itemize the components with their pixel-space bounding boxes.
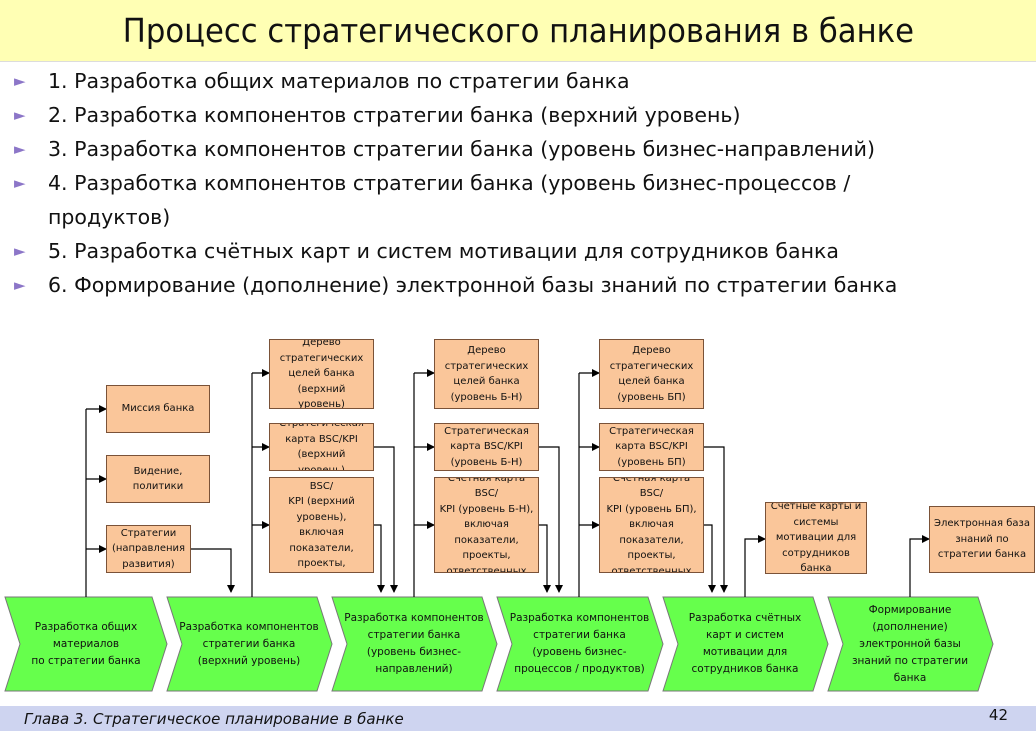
page-number: 42 bbox=[988, 706, 1008, 724]
motivation-box: Счётные карты и системы мотивации для со… bbox=[765, 502, 867, 574]
process-step-6: Формирование (дополнение) электронной ба… bbox=[851, 603, 969, 684]
bullet-item: ► 5. Разработка счётных карт и систем мо… bbox=[14, 234, 1024, 268]
bullet-text: 5. Разработка счётных карт и систем моти… bbox=[48, 239, 839, 263]
vision-box: Видение, политики bbox=[106, 455, 210, 503]
process-step-4: Разработка компонентов стратегии банка (… bbox=[509, 612, 650, 675]
bullet-text: 6. Формирование (дополнение) электронной… bbox=[48, 273, 898, 297]
scorecard-top-box: Счётная карта BSC/ KPI (верхний уровень)… bbox=[269, 477, 374, 573]
triangle-right-icon: ► bbox=[14, 140, 26, 158]
bullet-text: 1. Разработка общих материалов по страте… bbox=[48, 69, 630, 93]
chevron-step-3 bbox=[331, 596, 498, 692]
chevron-step-1 bbox=[4, 596, 168, 692]
bullet-item: ► 2. Разработка компонентов стратегии ба… bbox=[14, 98, 1024, 132]
triangle-right-icon: ► bbox=[14, 174, 26, 192]
chevron-step-5 bbox=[662, 596, 829, 692]
chevron-step-4 bbox=[496, 596, 664, 692]
process-step-2: Разработка компонентов стратегии банка (… bbox=[179, 620, 319, 667]
strategies-box: Стратегии (направления развития) bbox=[106, 525, 191, 573]
triangle-right-icon: ► bbox=[14, 242, 26, 260]
scorecard-bn-box: Счётная карта BSC/ KPI (уровень Б-Н), вк… bbox=[434, 477, 539, 573]
tree-bp-box: Дерево стратегических целей банка (урове… bbox=[599, 339, 704, 409]
process-step-1: Разработка общих материалов по стратегии… bbox=[31, 620, 141, 667]
slide-title: Процесс стратегического планирования в б… bbox=[122, 11, 914, 50]
process-chevrons bbox=[4, 596, 994, 692]
map-bp-box: Стратегическая карта BSC/KPI (уровень БП… bbox=[599, 423, 704, 471]
chevron-step-6 bbox=[827, 596, 994, 692]
bullet-list: ► 1. Разработка общих материалов по стра… bbox=[14, 64, 1024, 302]
mission-box: Миссия банка bbox=[106, 385, 210, 433]
bullet-text: 4. Разработка компонентов стратегии банк… bbox=[48, 171, 851, 229]
triangle-right-icon: ► bbox=[14, 276, 26, 294]
bullet-item: ► 4. Разработка компонентов стратегии ба… bbox=[14, 166, 1024, 234]
bullet-item: ► 1. Разработка общих материалов по стра… bbox=[14, 64, 1024, 98]
triangle-right-icon: ► bbox=[14, 72, 26, 90]
knowledge-base-box: Электронная база знаний по стратегии бан… bbox=[929, 506, 1035, 573]
tree-bn-box: Дерево стратегических целей банка (урове… bbox=[434, 339, 539, 409]
scorecard-bp-box: Счётная карта BSC/ KPI (уровень БП), вкл… bbox=[599, 477, 704, 573]
chapter-label: Глава 3. Стратегическое планирование в б… bbox=[24, 710, 404, 728]
map-top-box: Стратегическая карта BSC/KPI (верхний ур… bbox=[269, 423, 374, 471]
bullet-text: 2. Разработка компонентов стратегии банк… bbox=[48, 103, 741, 127]
title-bar: Процесс стратегического планирования в б… bbox=[0, 0, 1036, 62]
tree-top-box: Дерево стратегических целей банка (верхн… bbox=[269, 339, 374, 409]
bullet-text: 3. Разработка компонентов стратегии банк… bbox=[48, 137, 875, 161]
footer-bar: Глава 3. Стратегическое планирование в б… bbox=[0, 706, 1036, 731]
chevron-step-2 bbox=[166, 596, 333, 692]
triangle-right-icon: ► bbox=[14, 106, 26, 124]
bullet-item: ► 6. Формирование (дополнение) электронн… bbox=[14, 268, 1024, 302]
bullet-item: ► 3. Разработка компонентов стратегии ба… bbox=[14, 132, 1024, 166]
connector-lines bbox=[85, 369, 930, 597]
process-step-5: Разработка счётных карт и систем мотивац… bbox=[688, 612, 802, 675]
map-bn-box: Стратегическая карта BSC/KPI (уровень Б-… bbox=[434, 423, 539, 471]
process-step-3: Разработка компонентов стратегии банка (… bbox=[344, 612, 484, 675]
